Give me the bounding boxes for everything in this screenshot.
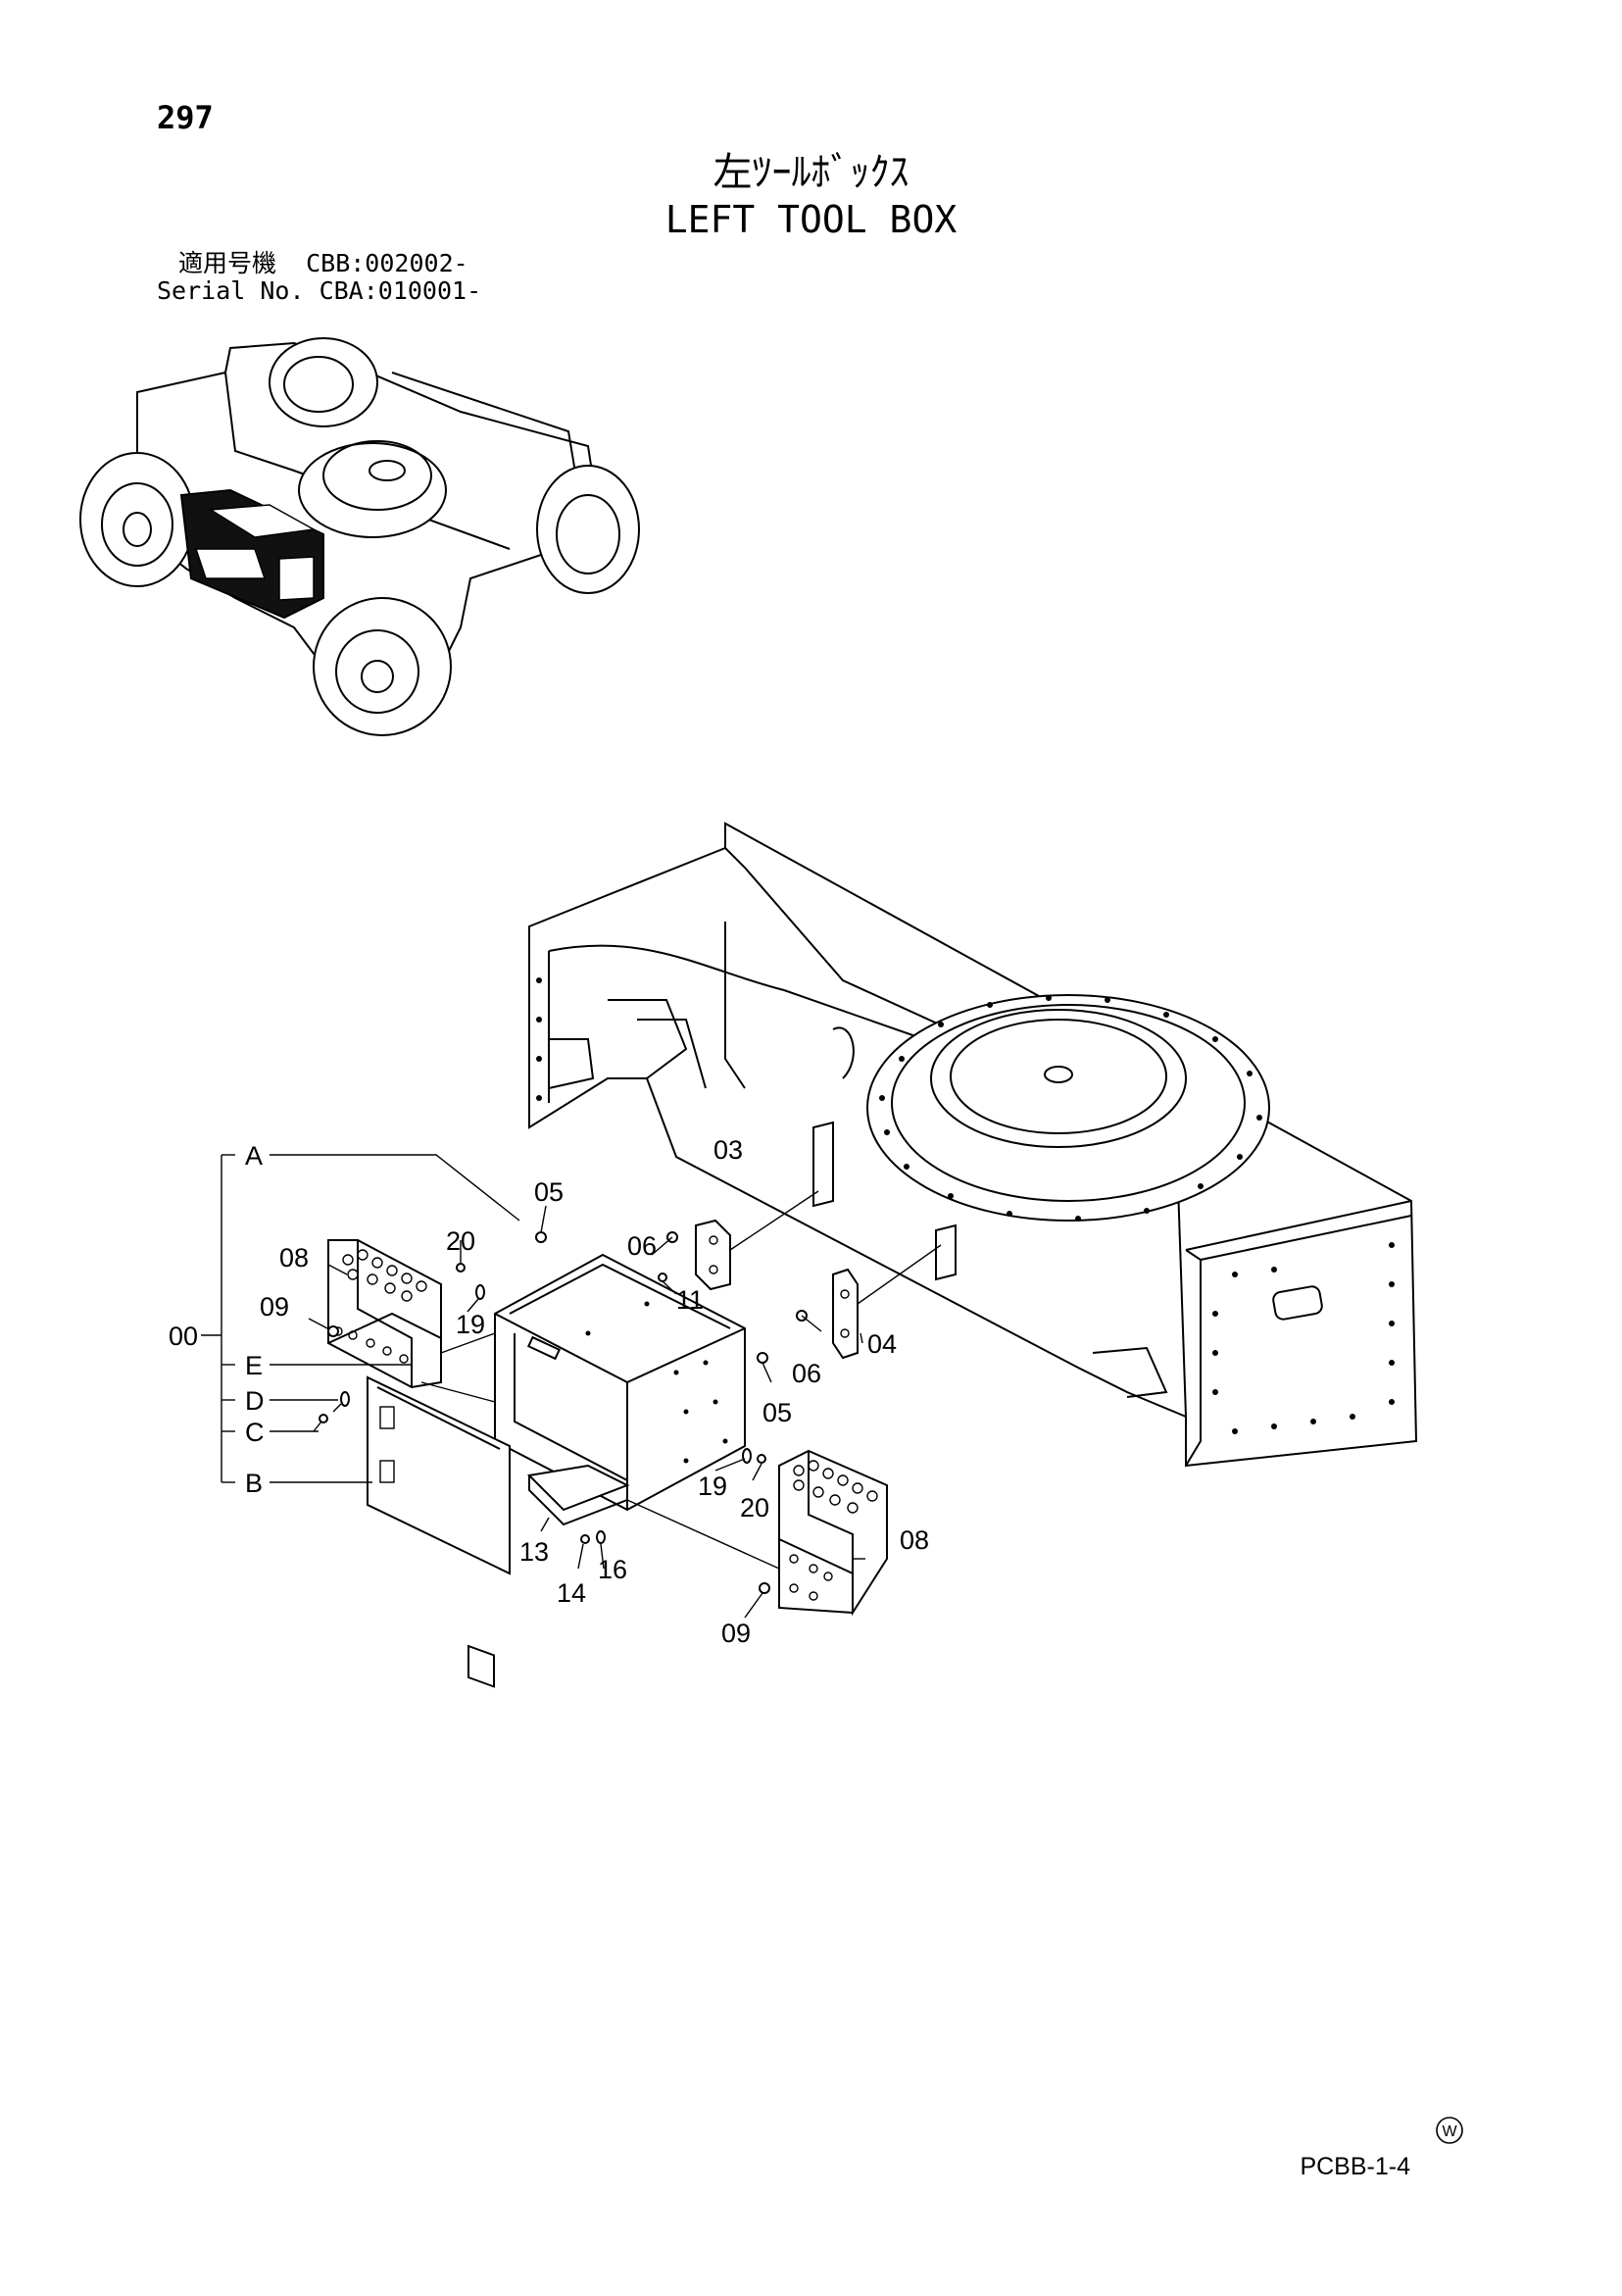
- callout-labels: 03 05 06 11 04 06 05 08 20 09 19 19 20 0…: [169, 1135, 929, 1648]
- callout-13: 13: [519, 1537, 549, 1567]
- callout-05: 05: [534, 1177, 564, 1207]
- overview-machine-illustration: [79, 337, 640, 736]
- applicable-serial-japanese: 適用号機 CBB:002002-: [178, 249, 468, 277]
- callout-11: 11: [676, 1285, 704, 1315]
- callout-08: 08: [900, 1525, 929, 1555]
- assembly-label-e: E: [245, 1351, 263, 1380]
- callout-08: 08: [279, 1243, 309, 1273]
- callout-04: 04: [867, 1329, 897, 1359]
- assembly-tree: [201, 1154, 520, 1483]
- w-circle-mark: W: [1436, 2117, 1463, 2144]
- title-japanese: 左ﾂｰﾙﾎﾞｯｸｽ: [713, 150, 909, 195]
- callout-05: 05: [762, 1398, 792, 1427]
- callout-09: 09: [260, 1292, 289, 1322]
- page-number: 297: [157, 99, 214, 136]
- assembly-label-c: C: [245, 1418, 265, 1447]
- callout-03: 03: [713, 1135, 743, 1165]
- assembly-label-b: B: [245, 1469, 263, 1498]
- callout-20: 20: [740, 1493, 769, 1522]
- callout-06: 06: [792, 1359, 821, 1388]
- callout-14: 14: [557, 1578, 586, 1608]
- callout-16: 16: [598, 1555, 627, 1584]
- svg-text:W: W: [1442, 2123, 1457, 2140]
- assembly-label-a: A: [245, 1141, 263, 1171]
- toolbox-exploded-view: [308, 1190, 942, 1688]
- callout-06: 06: [627, 1231, 657, 1261]
- frame-illustration: [528, 822, 1418, 1468]
- footer-page-code: PCBB-1-4: [1300, 2153, 1410, 2180]
- callout-20: 20: [446, 1226, 475, 1256]
- callout-19: 19: [698, 1472, 727, 1501]
- assembly-label-d: D: [245, 1386, 265, 1416]
- callout-19: 19: [456, 1310, 485, 1339]
- callout-09: 09: [721, 1619, 751, 1648]
- title-english: LEFT TOOL BOX: [664, 198, 958, 241]
- assembly-root-00: 00: [169, 1322, 198, 1351]
- applicable-serial-english: Serial No. CBA:010001-: [157, 276, 482, 305]
